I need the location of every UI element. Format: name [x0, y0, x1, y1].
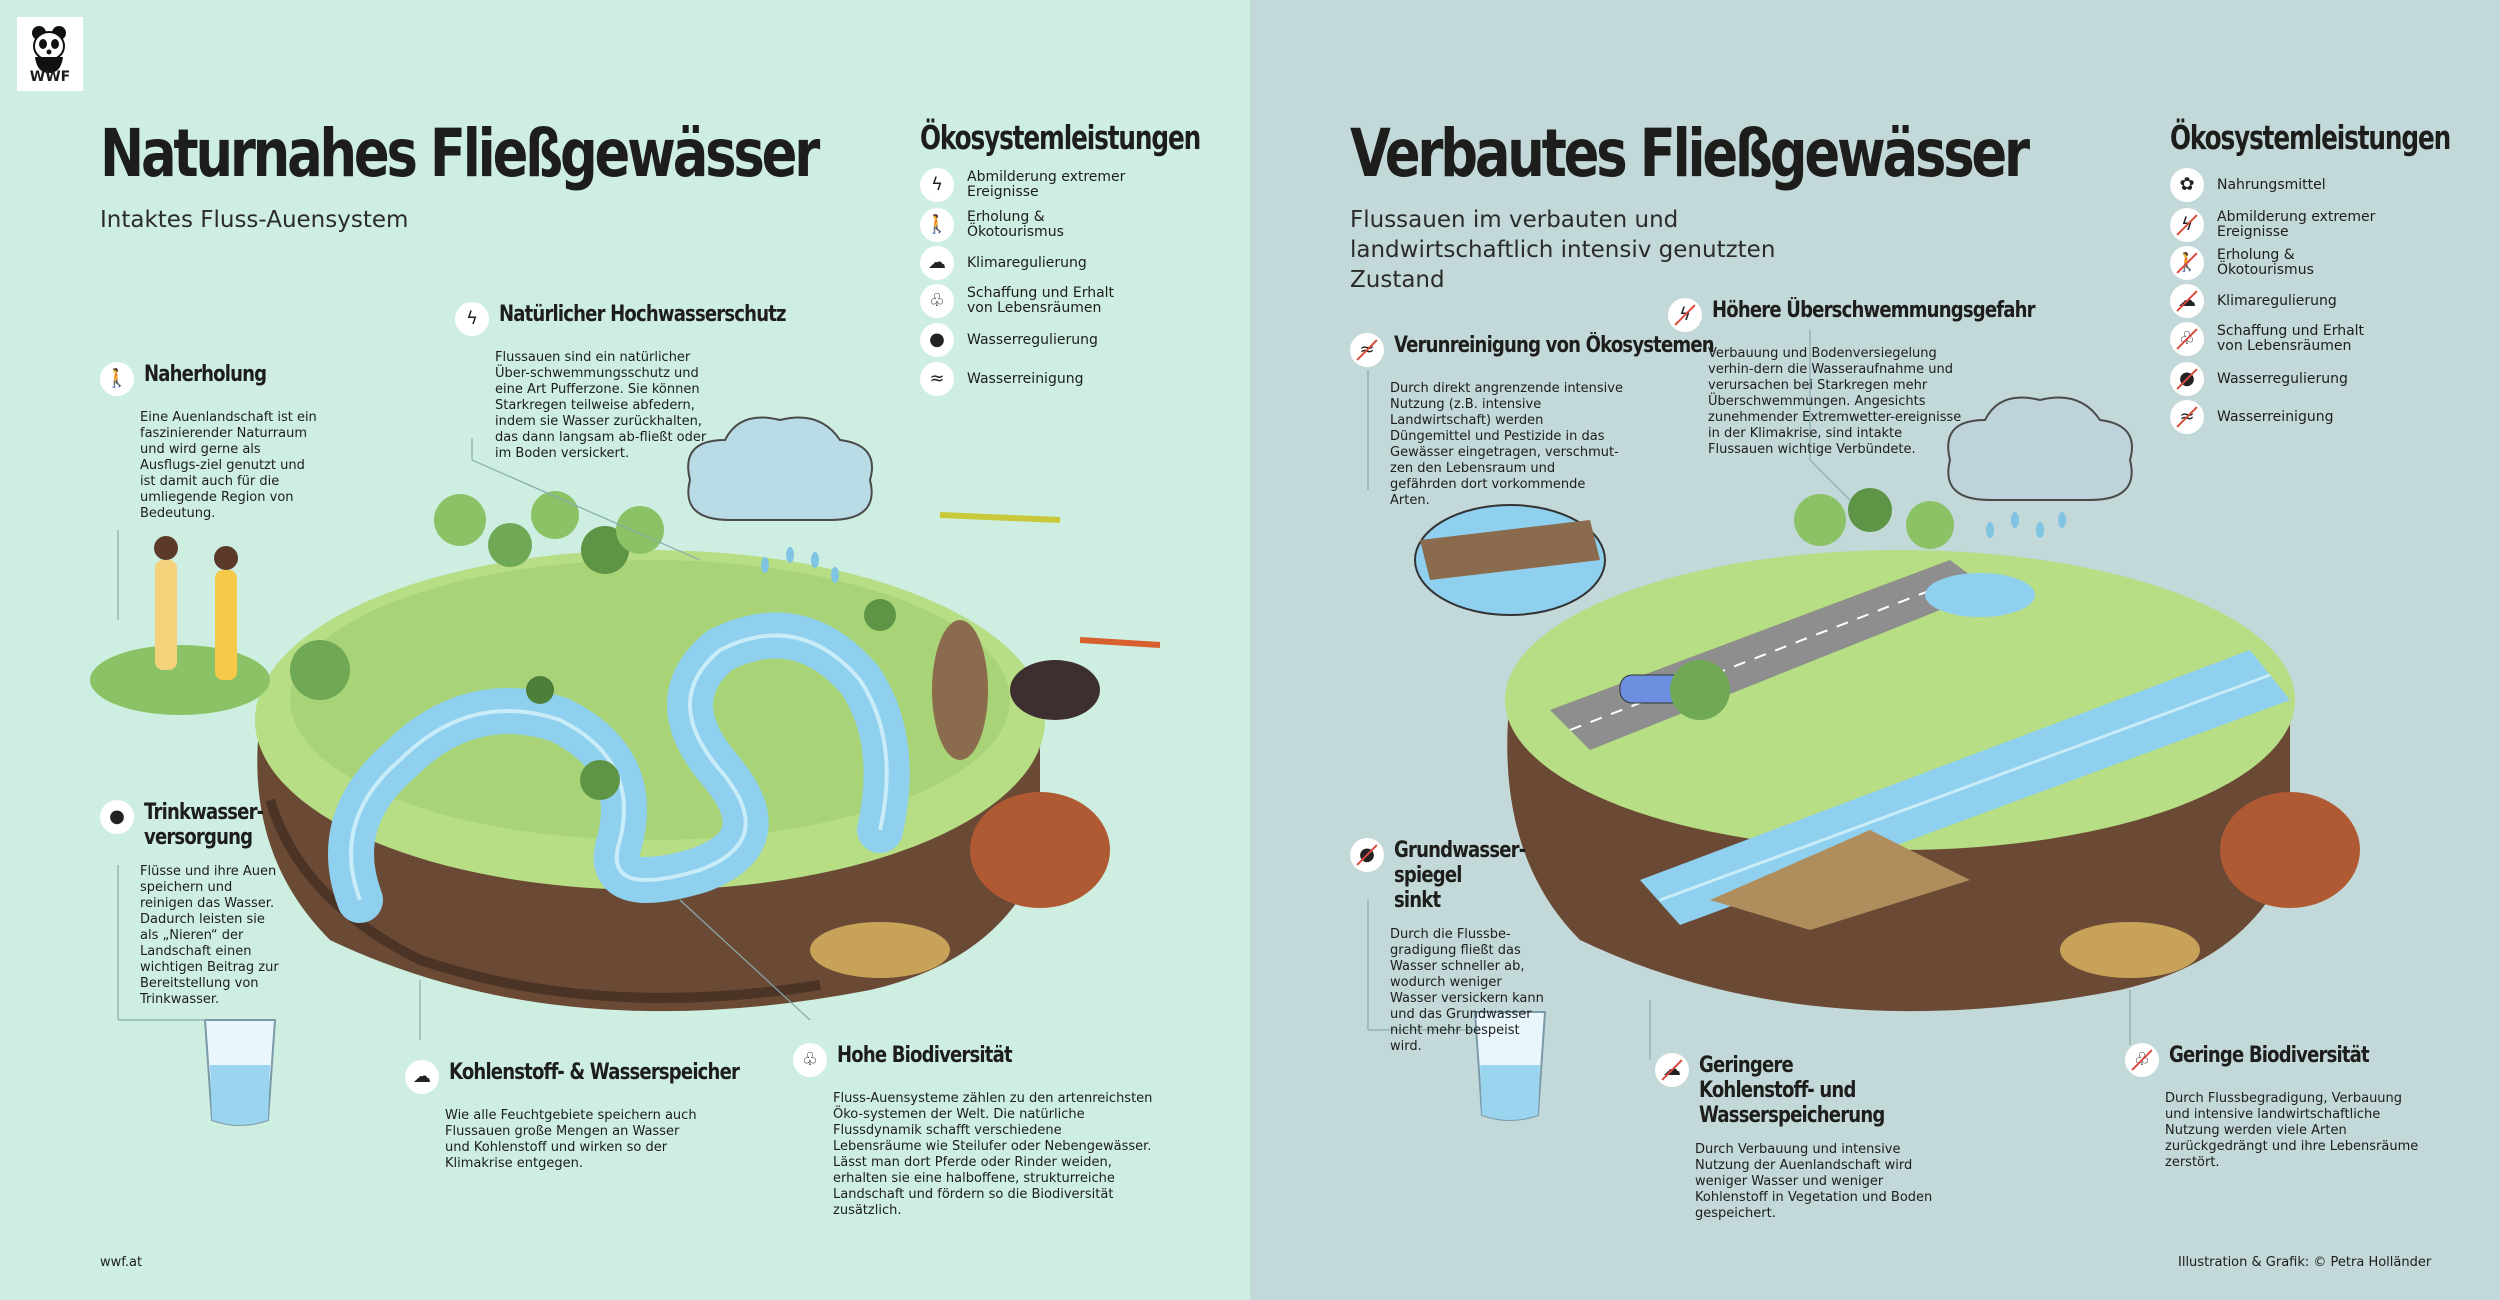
eco-label: Erholung & Ökotourismus	[2217, 247, 2314, 278]
eco-heading: Ökosystemleistungen	[2170, 118, 2451, 157]
eco-item: ϟ Abmilderung extremer Ereignisse	[2170, 208, 2387, 242]
callout-hochwasserschutz: ϟ Natürlicher Hochwasserschutz Flussauen …	[455, 302, 787, 462]
water-cleaning-icon: ≈	[920, 362, 954, 396]
eco-item: ☁ Klimaregulierung	[920, 246, 1137, 280]
callout-body: Fluss-Auensysteme zählen zu den artenrei…	[833, 1091, 1153, 1218]
water-drop-icon: ●	[2170, 362, 2204, 396]
callout-body: Verbauung und Bodenversiegelung verhin-d…	[1708, 346, 1962, 457]
weather-extreme-icon: ϟ	[1668, 298, 1702, 332]
water-cleaning-icon: ≈	[2170, 400, 2204, 434]
hiker-icon: 🚶	[2170, 246, 2204, 280]
tree-icon: ♧	[2125, 1043, 2159, 1077]
eco-label: Wasserreinigung	[967, 370, 1084, 387]
callout-title: Natürlicher Hochwasserschutz	[499, 302, 787, 327]
eco-label: Wasserregulierung	[2217, 370, 2348, 387]
water-drop-icon: ●	[100, 800, 134, 834]
right-panel: Verbautes Fließgewässer Flussauen im ver…	[1250, 0, 2500, 1300]
callout-ueberschwemmung: ϟ Höhere Überschwemmungsgefahr Verbauung …	[1668, 298, 2036, 458]
eco-heading: Ökosystemleistungen	[920, 118, 1201, 157]
water-drop-icon: ●	[920, 323, 954, 357]
page-subtitle: Intaktes Fluss-Auensystem	[100, 207, 409, 233]
footer-url[interactable]: wwf.at	[100, 1255, 143, 1270]
footer-credit: Illustration & Grafik: © Petra Holländer	[2178, 1255, 2432, 1270]
callout-kohlenstoff: ☁ Kohlenstoff- & Wasserspeicher Wie alle …	[405, 1060, 740, 1172]
eco-label: Schaffung und Erhalt von Lebensräumen	[967, 285, 1115, 316]
tree-icon: ♧	[2170, 322, 2204, 356]
eco-item: ● Wasserregulierung	[2170, 362, 2387, 396]
callout-body: Durch Flussbegradigung, Verbauung und in…	[2165, 1091, 2419, 1170]
eco-label: Wasserreinigung	[2217, 408, 2334, 425]
eco-item: ☁ Klimaregulierung	[2170, 284, 2387, 318]
eco-item: ✿ Nahrungsmittel	[2170, 168, 2387, 202]
callout-grundwasser: ● Grundwasser-spiegel sinkt Durch die Flu…	[1350, 838, 1550, 1055]
climate-icon: ☁	[920, 246, 954, 280]
eco-label: Erholung & Ökotourismus	[967, 209, 1064, 240]
water-drop-icon: ●	[1350, 838, 1384, 872]
eco-label: Abmilderung extremer Ereignisse	[967, 169, 1126, 200]
weather-extreme-icon: ϟ	[455, 302, 489, 336]
logo-text: WWF	[29, 69, 71, 85]
climate-icon: ☁	[405, 1060, 439, 1094]
weather-extreme-icon: ϟ	[920, 168, 954, 202]
hiker-icon: 🚶	[920, 208, 954, 242]
weather-extreme-icon: ϟ	[2170, 208, 2204, 242]
climate-icon: ☁	[2170, 284, 2204, 318]
callout-title: Hohe Biodiversität	[837, 1043, 1013, 1068]
river-floodplain-illustration	[90, 416, 1161, 1126]
eco-item: ≈ Wasserreinigung	[920, 362, 1137, 396]
eco-item: ● Wasserregulierung	[920, 323, 1137, 357]
tree-icon: ♧	[920, 284, 954, 318]
food-icon: ✿	[2170, 168, 2204, 202]
callout-biodiversitaet: ♧ Geringe Biodiversität Durch Flussbegrad…	[2125, 1043, 2425, 1171]
callout-body: Durch direkt angrenzende intensive Nutzu…	[1390, 381, 1623, 508]
left-panel: WWF Naturnahes Fließgewässer Intaktes Fl…	[0, 0, 1250, 1300]
callout-verunreinigung: ≈ Verunreinigung von Ökosystemen Durch di…	[1350, 333, 1715, 509]
eco-label: Abmilderung extremer Ereignisse	[2217, 209, 2376, 240]
eco-item: 🚶 Erholung & Ökotourismus	[920, 208, 1137, 242]
tree-icon: ♧	[793, 1043, 827, 1077]
hiker-icon: 🚶	[100, 362, 134, 396]
eco-label: Schaffung und Erhalt von Lebensräumen	[2217, 323, 2365, 354]
callout-kohlenstoff: ☁ Geringere Kohlenstoff- und Wasserspeich…	[1655, 1053, 1945, 1222]
callout-title: Naherholung	[144, 362, 267, 387]
eco-item: 🚶 Erholung & Ökotourismus	[2170, 246, 2387, 280]
page-title: Verbautes Fließgewässer	[1350, 115, 2030, 192]
callout-biodiversitaet: ♧ Hohe Biodiversität Fluss-Auensysteme zä…	[793, 1043, 1153, 1219]
callout-body: Eine Auenlandschaft ist ein faszinierend…	[140, 410, 317, 521]
channelized-river-illustration	[1367, 330, 2360, 1121]
eco-label: Klimaregulierung	[967, 254, 1087, 271]
page-title: Naturnahes Fließgewässer	[100, 115, 820, 192]
wwf-logo: WWF	[17, 17, 83, 91]
callout-body: Flussauen sind ein natürlicher Über-schw…	[495, 350, 707, 461]
callout-trinkwasser: ● Trinkwasser-versorgung Flüsse und ihre …	[100, 800, 280, 1008]
eco-label: Nahrungsmittel	[2217, 176, 2326, 193]
callout-title: Verunreinigung von Ökosystemen	[1394, 333, 1715, 358]
eco-label: Wasserregulierung	[967, 331, 1098, 348]
callout-title: Geringe Biodiversität	[2169, 1043, 2370, 1068]
callout-body: Durch die Flussbe-gradigung fließt das W…	[1390, 927, 1544, 1054]
callout-title: Geringere Kohlenstoff- und Wasserspeiche…	[1699, 1053, 1885, 1128]
callout-title: Grundwasser-spiegel sinkt	[1394, 838, 1526, 913]
callout-title: Kohlenstoff- & Wasserspeicher	[449, 1060, 740, 1085]
eco-label: Klimaregulierung	[2217, 292, 2337, 309]
eco-item: ♧ Schaffung und Erhalt von Lebensräumen	[2170, 322, 2387, 356]
climate-icon: ☁	[1655, 1053, 1689, 1087]
panda-icon	[32, 26, 66, 73]
callout-title: Trinkwasser-versorgung	[144, 800, 264, 850]
callout-naherholung: 🚶 Naherholung Eine Auenlandschaft ist ein…	[100, 362, 320, 522]
callout-body: Durch Verbauung und intensive Nutzung de…	[1695, 1142, 1933, 1221]
eco-item: ♧ Schaffung und Erhalt von Lebensräumen	[920, 284, 1137, 318]
eco-item: ≈ Wasserreinigung	[2170, 400, 2387, 434]
callout-body: Flüsse und ihre Auen speichern und reini…	[140, 864, 279, 1007]
water-cleaning-icon: ≈	[1350, 333, 1384, 367]
callout-body: Wie alle Feuchtgebiete speichern auch Fl…	[445, 1108, 697, 1171]
page-subtitle: Flussauen im verbauten und landwirtschaf…	[1350, 207, 1776, 293]
callout-title: Höhere Überschwemmungsgefahr	[1712, 298, 2036, 323]
eco-item: ϟ Abmilderung extremer Ereignisse	[920, 168, 1137, 202]
